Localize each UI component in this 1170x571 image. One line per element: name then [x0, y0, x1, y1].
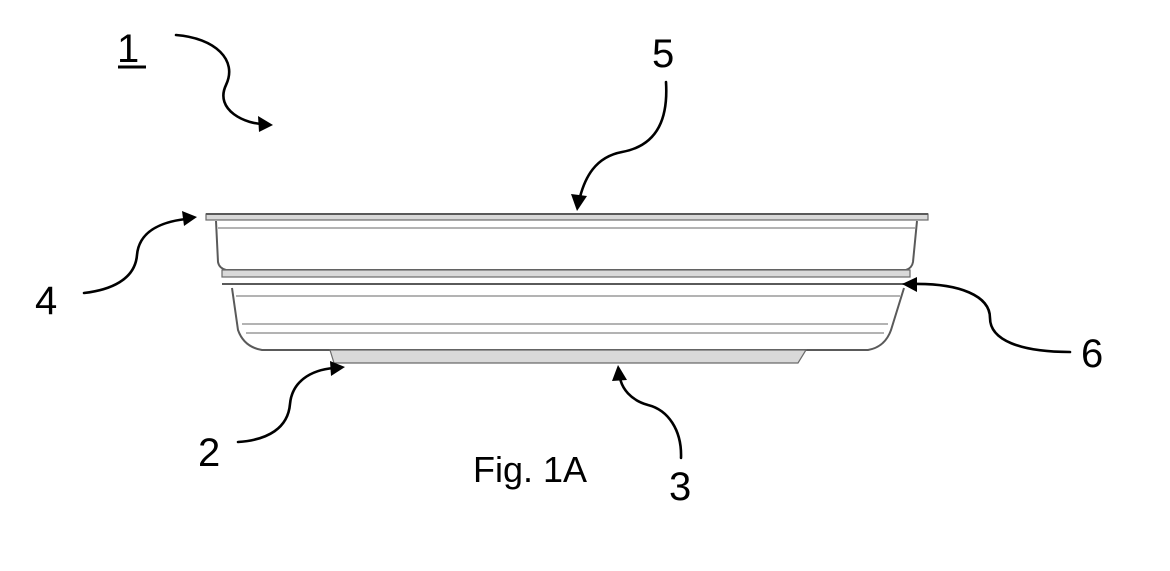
label-flange: 4	[35, 279, 57, 323]
label-capsule: 1	[117, 27, 139, 71]
leader-1	[176, 35, 266, 124]
figure-caption: Fig. 1A	[473, 449, 587, 490]
reference-6: 6	[902, 277, 1103, 376]
bottom-base	[330, 350, 806, 363]
label-bottom-center: 3	[669, 465, 691, 509]
lower-wall-outline	[232, 288, 904, 350]
arrowhead-1	[258, 116, 273, 132]
label-side-wall: 6	[1081, 332, 1103, 376]
capsule-body	[206, 214, 928, 363]
reference-3: 3	[612, 365, 691, 509]
step-ring	[222, 270, 910, 277]
leader-6	[912, 284, 1070, 352]
label-bottom-outer: 2	[198, 431, 220, 475]
arrowhead-4	[182, 211, 197, 226]
reference-4: 4	[35, 211, 197, 323]
reference-5: 5	[571, 32, 674, 211]
reference-1: 1	[117, 27, 273, 132]
label-lid: 5	[652, 32, 674, 76]
arrowhead-3	[612, 365, 627, 381]
leader-3	[620, 378, 681, 458]
leader-2	[238, 368, 334, 442]
leader-5	[580, 82, 666, 197]
leader-4	[84, 219, 186, 293]
arrowhead-5	[571, 194, 587, 211]
reference-2: 2	[198, 361, 345, 475]
